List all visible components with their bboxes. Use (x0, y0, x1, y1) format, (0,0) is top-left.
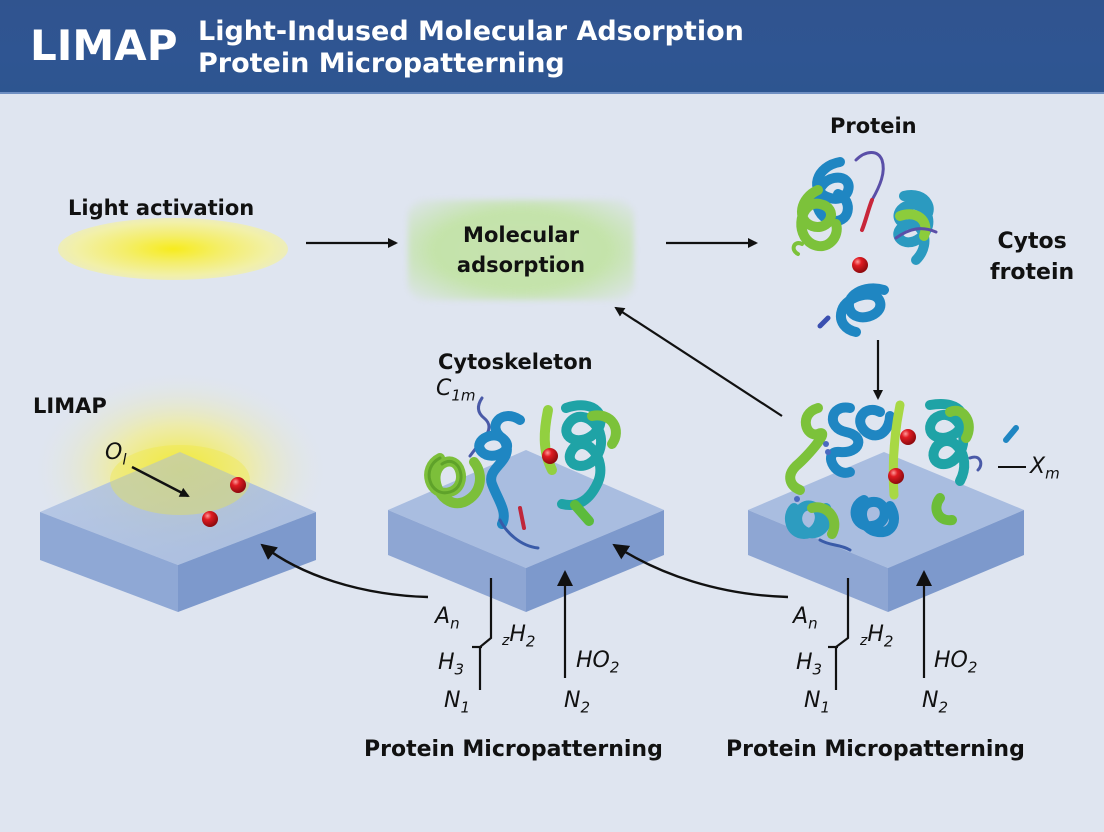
zh2-label-middle: zH2 (502, 622, 535, 650)
cytos-frotein-label: Cytos frotein (990, 226, 1074, 288)
molecular-adsorption-box (408, 200, 634, 300)
an-label-right: An (793, 604, 818, 632)
ho2-subscript: 2 (609, 658, 620, 677)
n2-symbol: N (922, 688, 939, 713)
n1-label-right: N1 (804, 688, 830, 716)
n1-subscript: 1 (460, 698, 471, 717)
n2-label-middle: N2 (564, 688, 590, 716)
arrow-to-adsorption (614, 306, 783, 417)
an-symbol: A (793, 604, 809, 629)
h3-label-right: H3 (796, 650, 822, 678)
title-subtitle: Light-Indused Molecular Adsorption Prote… (198, 16, 744, 80)
ho2-symbol: HO (934, 648, 968, 673)
o-label: Ol (105, 440, 127, 468)
light-activation-label: Light activation (68, 196, 255, 220)
n2-symbol: N (564, 688, 581, 713)
o-symbol: O (105, 440, 123, 465)
ho2-subscript: 2 (967, 658, 978, 677)
cytos-line-2: frotein (990, 260, 1075, 285)
zh2-subscript: 2 (525, 632, 536, 651)
protein-micropatterning-caption-right: Protein Micropatterning (726, 737, 1025, 762)
title-banner: LIMAP Light-Indused Molecular Adsorption… (0, 0, 1104, 94)
x-symbol: X (1030, 454, 1046, 479)
n2-subscript: 2 (938, 698, 949, 717)
n1-label-middle: N1 (444, 688, 470, 716)
n2-subscript: 2 (580, 698, 591, 717)
c1m-label: C1m (436, 376, 476, 404)
h3-symbol: H (796, 650, 813, 675)
an-subscript: n (808, 614, 818, 633)
protein-middle (424, 396, 621, 550)
ho2-label-right: HO2 (934, 648, 977, 676)
zh2-prefix: z (502, 633, 510, 649)
xm-label: Xm (1030, 454, 1060, 482)
zh2-prefix: z (860, 633, 868, 649)
subtitle-line-2: Protein Micropatterning (198, 48, 565, 79)
an-symbol: A (435, 604, 451, 629)
h3-subscript: 3 (812, 660, 823, 679)
cytoskeleton-label: Cytoskeleton (438, 350, 593, 374)
molecular-adsorption-line-1: Molecular (463, 223, 579, 247)
c-symbol: C (436, 376, 452, 401)
protein-label: Protein (830, 114, 917, 138)
o-subscript: l (122, 450, 127, 469)
zh2-subscript: 2 (883, 632, 894, 651)
zh2-symbol: H (509, 622, 526, 647)
protein-micropatterning-caption-middle: Protein Micropatterning (364, 737, 663, 762)
x-subscript: m (1045, 464, 1060, 483)
light-activation-glow (58, 218, 288, 280)
limap-panel-label: LIMAP (33, 394, 107, 418)
zh2-label-right: zH2 (860, 622, 893, 650)
n1-symbol: N (444, 688, 461, 713)
an-label-middle: An (435, 604, 460, 632)
n2-label-right: N2 (922, 688, 948, 716)
subtitle-line-1: Light-Indused Molecular Adsorption (198, 16, 744, 47)
ho2-symbol: HO (576, 648, 610, 673)
c-subscript: 1m (451, 386, 476, 405)
molecular-adsorption-label: Molecular adsorption (408, 220, 634, 280)
n1-symbol: N (804, 688, 821, 713)
substrate-left (40, 452, 316, 612)
protein-top-right (791, 151, 938, 337)
n1-subscript: 1 (820, 698, 831, 717)
protein-right (784, 399, 1019, 552)
h3-subscript: 3 (454, 660, 465, 679)
h3-label-middle: H3 (438, 650, 464, 678)
ho2-label-middle: HO2 (576, 648, 619, 676)
an-subscript: n (450, 614, 460, 633)
h3-symbol: H (438, 650, 455, 675)
title-acronym: LIMAP (30, 21, 178, 70)
cytos-line-1: Cytos (997, 229, 1067, 254)
zh2-symbol: H (867, 622, 884, 647)
molecular-adsorption-line-2: adsorption (456, 253, 586, 277)
